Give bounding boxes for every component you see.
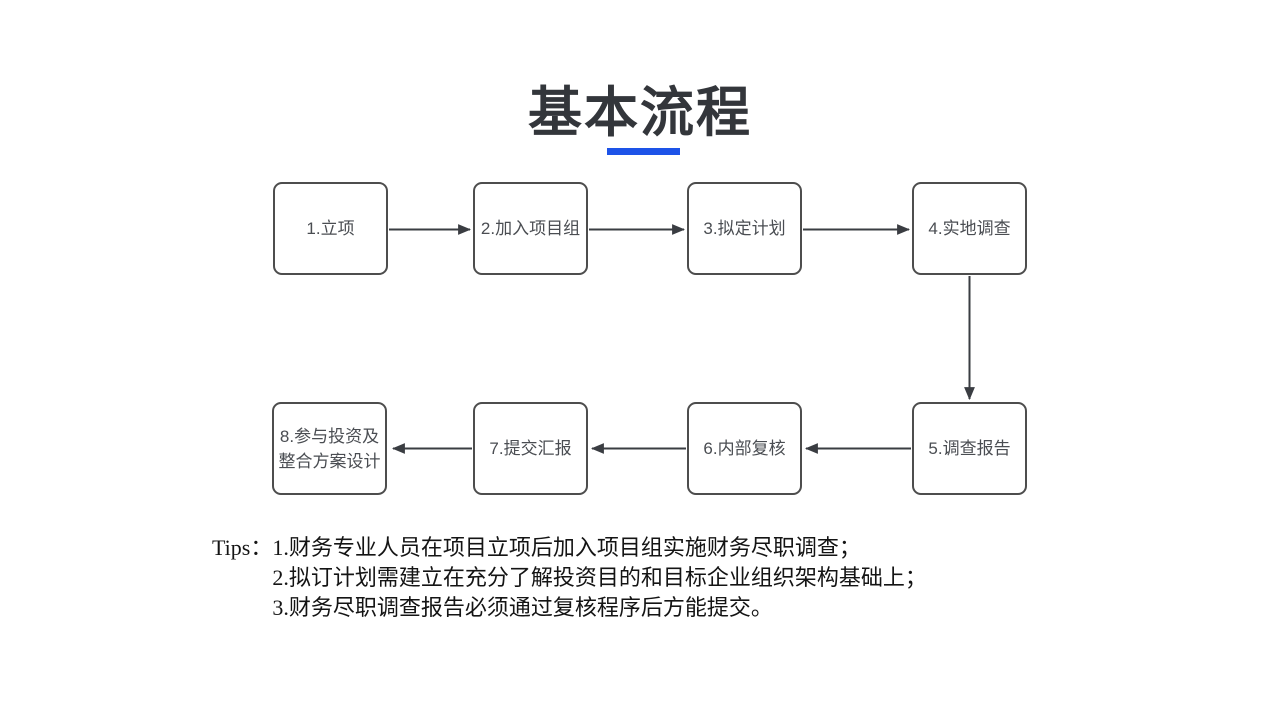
page-title: 基本流程 <box>528 83 752 143</box>
flow-step-3-label: 3.拟定计划 <box>703 219 786 238</box>
tips-list: 1.财务专业人员在项目立项后加入项目组实施财务尽职调查； 2.拟订计划需建立在充… <box>272 533 927 623</box>
flow-step-6-box: 6.内部复核 <box>687 402 802 495</box>
flow-step-7-label: 7.提交汇报 <box>489 439 572 458</box>
tips-item-2: 2.拟订计划需建立在充分了解投资目的和目标企业组织架构基础上； <box>272 565 927 590</box>
flow-step-5-box: 5.调查报告 <box>912 402 1027 495</box>
flow-step-4-label: 4.实地调查 <box>928 219 1011 238</box>
flow-step-1-label: 1.立项 <box>306 219 355 238</box>
title-accent-underline <box>607 148 680 155</box>
flow-step-3-box: 3.拟定计划 <box>687 182 802 275</box>
flow-step-2-box: 2.加入项目组 <box>473 182 588 275</box>
flow-step-8-box: 8.参与投资及 整合方案设计 <box>272 402 387 495</box>
flow-step-7-box: 7.提交汇报 <box>473 402 588 495</box>
flow-step-1-box: 1.立项 <box>273 182 388 275</box>
flow-step-4-box: 4.实地调查 <box>912 182 1027 275</box>
flow-step-6-label: 6.内部复核 <box>703 439 786 458</box>
tips-heading: Tips： <box>212 535 273 560</box>
flow-step-2-label: 2.加入项目组 <box>480 219 581 238</box>
tips-block: Tips： 1.财务专业人员在项目立项后加入项目组实施财务尽职调查； 2.拟订计… <box>212 533 927 623</box>
flow-step-5-label: 5.调查报告 <box>928 439 1011 458</box>
tips-item-1: 1.财务专业人员在项目立项后加入项目组实施财务尽职调查； <box>272 535 861 560</box>
tips-item-3: 3.财务尽职调查报告必须通过复核程序后方能提交。 <box>272 595 773 620</box>
flow-step-8-label: 8.参与投资及 整合方案设计 <box>278 426 381 471</box>
